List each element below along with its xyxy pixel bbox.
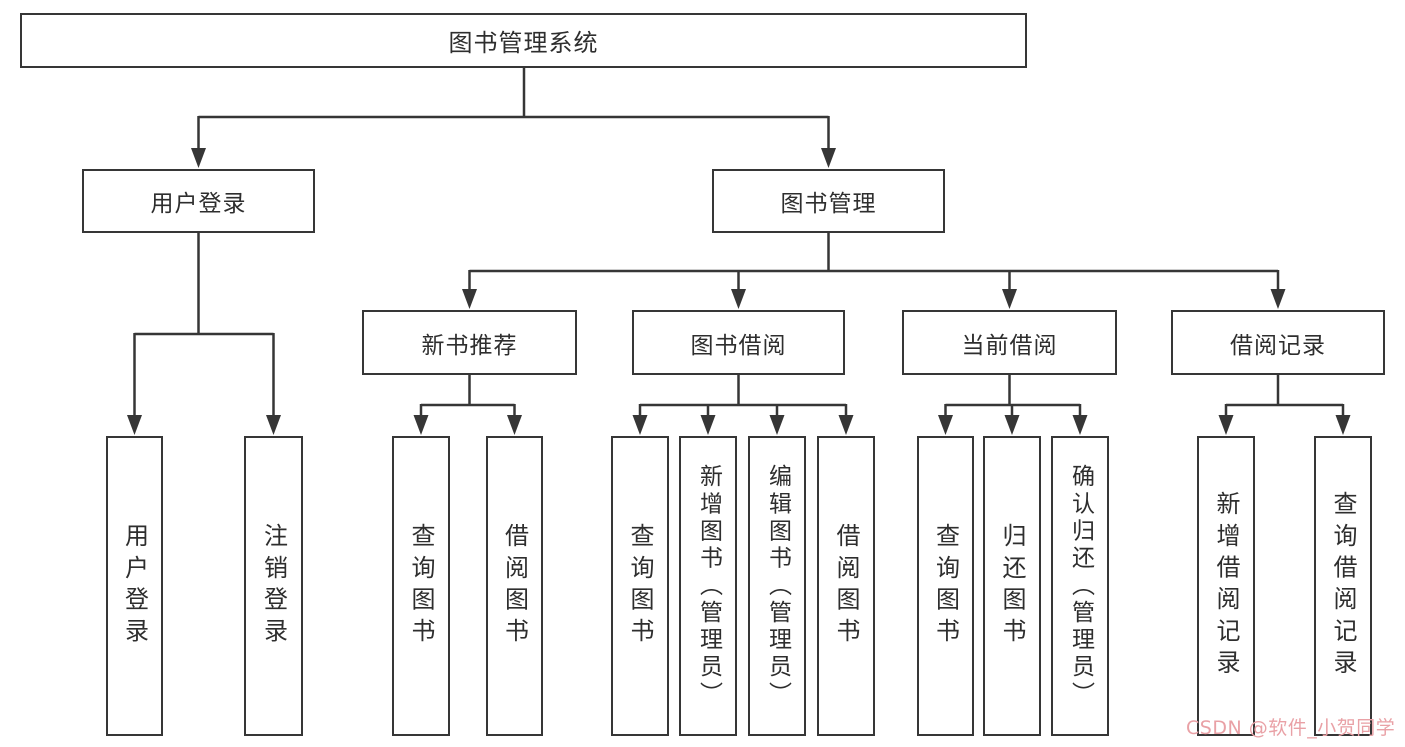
node-borrowing-records: 借阅记录 bbox=[1171, 310, 1385, 375]
arrow-down-icons bbox=[127, 148, 1351, 435]
node-label: 注销登录 bbox=[259, 522, 288, 650]
node-label: 图书借阅 bbox=[690, 332, 787, 359]
connector-segments bbox=[133, 68, 1345, 417]
node-label: 用户登录 bbox=[150, 191, 247, 217]
node-label: 用户登录 bbox=[120, 522, 149, 650]
node-leaf-borrow-books-recommend: 借阅图书 bbox=[486, 436, 543, 736]
node-leaf-logout: 注销登录 bbox=[244, 436, 303, 736]
node-label: 图书管理系统 bbox=[448, 29, 599, 57]
node-label: 查询图书 bbox=[626, 522, 654, 650]
node-leaf-query-books-borrow: 查询图书 bbox=[611, 436, 669, 736]
node-leaf-add-borrow-record: 新增借阅记录 bbox=[1197, 436, 1255, 736]
node-label: 确认归还（管理员） bbox=[1067, 463, 1094, 709]
node-book-management: 图书管理 bbox=[712, 169, 945, 233]
node-label: 查询图书 bbox=[931, 522, 960, 650]
node-leaf-query-books-recommend: 查询图书 bbox=[392, 436, 450, 736]
node-user-login: 用户登录 bbox=[82, 169, 315, 233]
node-label: 借阅记录 bbox=[1230, 332, 1326, 359]
node-label: 查询借阅记录 bbox=[1329, 490, 1357, 682]
node-label: 新增借阅记录 bbox=[1212, 490, 1240, 682]
node-label: 当前借阅 bbox=[961, 332, 1058, 359]
node-label: 新书推荐 bbox=[421, 332, 518, 359]
node-current-borrowing: 当前借阅 bbox=[902, 310, 1117, 375]
node-label: 查询图书 bbox=[407, 522, 435, 650]
node-book-borrowing: 图书借阅 bbox=[632, 310, 845, 375]
node-leaf-borrow-books: 借阅图书 bbox=[817, 436, 875, 736]
node-new-book-recommend: 新书推荐 bbox=[362, 310, 577, 375]
node-leaf-user-login: 用户登录 bbox=[106, 436, 163, 736]
node-label: 编辑图书（管理员） bbox=[764, 463, 791, 709]
node-label: 借阅图书 bbox=[832, 522, 860, 650]
node-library-management-system: 图书管理系统 bbox=[20, 13, 1027, 68]
node-leaf-confirm-return-admin: 确认归还（管理员） bbox=[1051, 436, 1109, 736]
node-label: 借阅图书 bbox=[500, 522, 529, 650]
node-leaf-edit-books-admin: 编辑图书（管理员） bbox=[748, 436, 806, 736]
node-leaf-return-books: 归还图书 bbox=[983, 436, 1041, 736]
csdn-watermark: CSDN @软件_小贺同学 bbox=[1186, 717, 1396, 739]
node-leaf-add-books-admin: 新增图书（管理员） bbox=[679, 436, 737, 736]
node-leaf-query-borrow-record: 查询借阅记录 bbox=[1314, 436, 1372, 736]
node-label: 新增图书（管理员） bbox=[695, 463, 722, 709]
node-label: 图书管理 bbox=[780, 191, 877, 217]
node-leaf-query-books-current: 查询图书 bbox=[917, 436, 974, 736]
node-label: 归还图书 bbox=[998, 522, 1026, 650]
